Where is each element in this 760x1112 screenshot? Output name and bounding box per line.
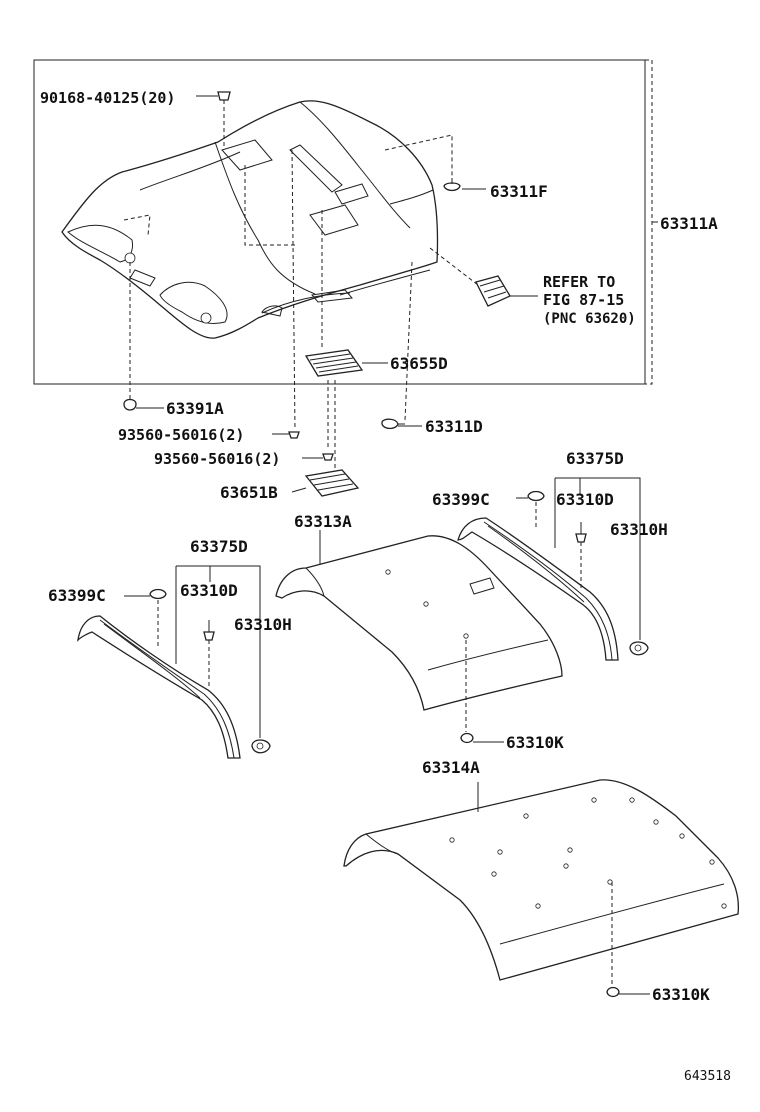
label-90168: 90168-40125(20) (40, 89, 175, 107)
side-rail-left (77, 615, 241, 759)
nut-63310H-right (629, 641, 649, 656)
label-63399C-right: 63399C (432, 490, 490, 509)
headliner-assembly (61, 100, 439, 339)
label-63311D: 63311D (425, 417, 483, 436)
label-63391A: 63391A (166, 399, 224, 418)
label-63310H-left: 63310H (234, 615, 292, 634)
clip-63310K-a (460, 640, 504, 744)
assembly-bracket-right (645, 59, 653, 385)
label-93560-b: 93560-56016(2) (154, 450, 280, 468)
label-63310K-a: 63310K (506, 733, 564, 752)
label-63651B: 63651B (220, 483, 278, 502)
label-63313A: 63313A (294, 512, 352, 531)
side-rail-right (457, 517, 619, 661)
pad-63655D (304, 349, 388, 377)
label-63310K-b: 63310K (652, 985, 710, 1004)
label-93560-a: 93560-56016(2) (118, 426, 244, 444)
label-63399C-left: 63399C (48, 586, 106, 605)
label-refer-line3: (PNC 63620) (543, 311, 636, 327)
roof-panel-63314A (343, 779, 740, 981)
figure-id: 643518 (684, 1069, 731, 1084)
dome-lamp-refer (475, 275, 538, 307)
label-refer-line2: FIG 87-15 (543, 291, 624, 309)
label-63311A: 63311A (660, 214, 718, 233)
label-63314A: 63314A (422, 758, 480, 777)
clip-63399C-left (124, 588, 167, 646)
clip-63311D (381, 418, 422, 430)
screw-63310D-left (203, 620, 215, 686)
screw-63310D-right (575, 522, 587, 590)
clip-63311F (443, 178, 486, 192)
clip-63399C-right (516, 490, 545, 528)
clip-90168 (196, 91, 231, 101)
nut-63310H-left (251, 739, 271, 754)
label-63310D-right: 63310D (556, 490, 614, 509)
clip-63391A (123, 398, 164, 411)
screw-93560-a (272, 431, 300, 439)
label-63310D-left: 63310D (180, 581, 238, 600)
roof-panel-63313A (275, 535, 563, 711)
label-63375D-right: 63375D (566, 449, 624, 468)
label-63310H-right: 63310H (610, 520, 668, 539)
label-refer-line1: REFER TO (543, 273, 615, 291)
label-63311F: 63311F (490, 182, 548, 201)
clip-63310K-b (606, 882, 650, 998)
label-63375D-left: 63375D (190, 537, 248, 556)
screw-93560-b (302, 453, 334, 461)
assembly-frame (33, 59, 646, 385)
pad-63651B (291, 469, 360, 497)
label-63655D: 63655D (390, 354, 448, 373)
